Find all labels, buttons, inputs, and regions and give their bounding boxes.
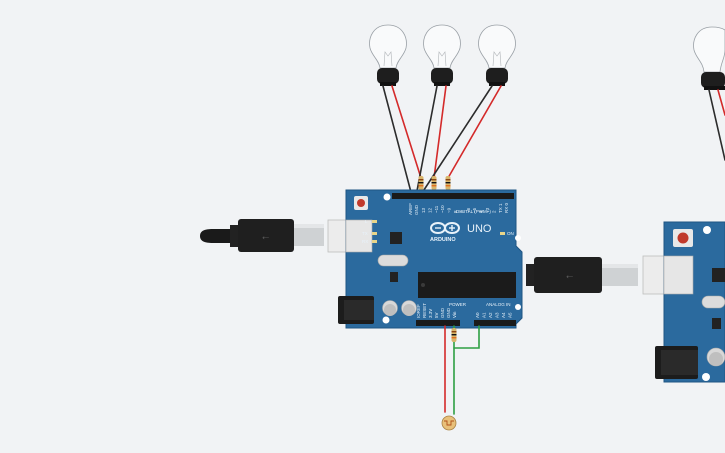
mounting-hole <box>382 316 390 324</box>
light-bulb-3[interactable] <box>478 24 516 86</box>
regulator <box>390 272 398 282</box>
black-wire[interactable] <box>419 85 493 197</box>
pin-label: 7 <box>459 210 464 213</box>
pin-label: RESET <box>422 303 427 318</box>
mounting-hole <box>515 304 521 310</box>
pin-label: 13 <box>421 207 426 213</box>
mounting-hole <box>515 235 521 241</box>
tx-label: TX <box>362 231 368 236</box>
light-bulb-1[interactable] <box>369 24 407 86</box>
digital-header[interactable] <box>392 193 514 199</box>
on-led <box>500 232 505 235</box>
analog-header-label: ANALOG IN <box>486 302 511 307</box>
red-wire[interactable] <box>717 89 725 116</box>
analog-header[interactable] <box>474 320 516 326</box>
reset-button[interactable] <box>673 229 693 247</box>
pin-label: GND <box>440 307 445 318</box>
tx-led <box>372 232 377 235</box>
pin-label: ~5 <box>472 207 477 213</box>
pin-label: IOREF <box>416 304 421 318</box>
black-wire[interactable] <box>708 89 725 161</box>
resistor[interactable] <box>451 328 457 342</box>
red-wire[interactable] <box>433 85 447 179</box>
ldr-wires[interactable] <box>444 325 480 415</box>
digital-header-label: DIGITAL (PWM~) <box>456 209 491 214</box>
l-led-label: L <box>365 219 368 224</box>
usb-symbol-icon: ⭠ <box>566 272 573 282</box>
pin-label: A1 <box>482 312 487 318</box>
usb-port <box>345 219 373 253</box>
pin-label: ~11 <box>434 205 439 213</box>
pin-label: 2 <box>491 210 496 213</box>
power-jack <box>338 296 374 324</box>
crystal-oscillator <box>701 295 725 309</box>
mounting-hole <box>703 226 711 234</box>
light-bulb-4[interactable] <box>693 26 725 90</box>
pin-label: 4 <box>479 210 484 213</box>
pin-label: Vin <box>452 311 457 318</box>
brand-label: ARDUINO <box>430 237 456 243</box>
reset-button[interactable] <box>354 196 368 210</box>
usb-chip <box>390 232 402 244</box>
arduino-logo <box>430 222 460 234</box>
usb-port <box>663 255 694 295</box>
aref-label: AREF <box>408 203 413 215</box>
light-bulb-2[interactable] <box>423 24 461 86</box>
green-wire[interactable] <box>453 325 480 349</box>
mounting-hole <box>702 373 710 381</box>
arduino-uno-board-2[interactable] <box>655 221 725 383</box>
crystal-oscillator <box>377 254 409 267</box>
pin-label: A3 <box>495 312 500 318</box>
power-jack <box>655 346 698 379</box>
black-wire[interactable] <box>382 85 413 197</box>
usb-symbol-icon: ⭠ <box>262 233 269 243</box>
l-led <box>372 220 377 223</box>
pin-label: ~6 <box>466 207 471 213</box>
pin-label: TX 1 <box>498 203 503 213</box>
red-wire[interactable] <box>391 85 422 179</box>
pin-label: ~3 <box>485 207 490 213</box>
pin-label: GND <box>446 307 451 318</box>
rx-led <box>372 240 377 243</box>
power-header-label: POWER <box>449 302 467 307</box>
gnd-label: GND <box>414 204 419 215</box>
regulator <box>712 318 721 329</box>
pin-label: 12 <box>427 207 432 213</box>
model-label: UNO <box>467 223 492 235</box>
bulb-wires[interactable] <box>382 85 725 197</box>
on-label: ON <box>507 231 514 236</box>
pin-label: A0 <box>475 312 480 318</box>
pin-label: 8 <box>453 210 458 213</box>
red-wire[interactable] <box>447 85 502 179</box>
pin-label: RX 0 <box>504 202 509 213</box>
pin-label: A4 <box>501 312 506 318</box>
photoresistor[interactable] <box>441 415 457 431</box>
pin-label: ~10 <box>440 205 445 213</box>
pin-label: A5 <box>508 312 513 318</box>
rx-label: RX <box>362 239 368 244</box>
atmega-chip <box>418 272 516 298</box>
pin-label: 5V <box>434 312 439 318</box>
arduino-uno-board[interactable]: L TX RX ON ARDUINO UNO DIGITAL (PWM~) AR… <box>338 189 523 329</box>
pin-label: ~9 <box>447 207 452 213</box>
pin-label: A2 <box>488 312 493 318</box>
pin-label: 3.3V <box>428 309 433 318</box>
usb-chip <box>712 268 725 282</box>
mounting-hole <box>383 193 391 201</box>
power-header[interactable] <box>416 320 460 326</box>
